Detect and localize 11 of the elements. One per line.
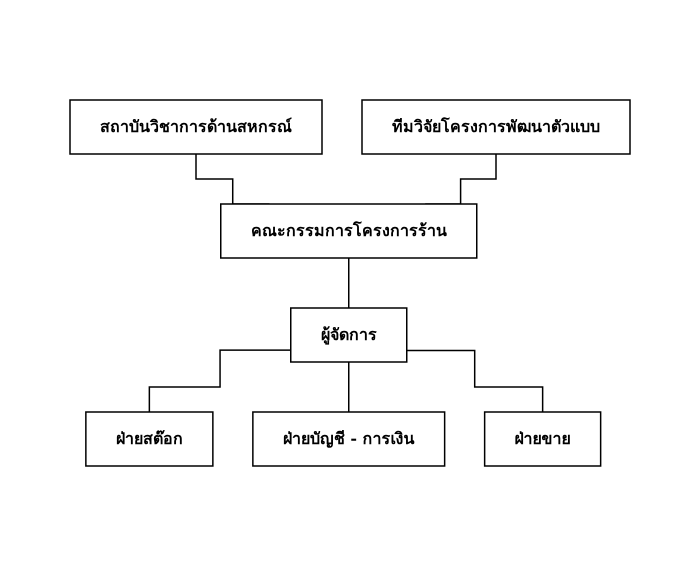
- node-box: ฝ่ายสต๊อก: [84, 411, 214, 467]
- node-box: ฝ่ายบัญชี - การเงิน: [252, 411, 445, 467]
- connector: [148, 349, 290, 413]
- connector: [348, 257, 349, 309]
- node-box: คณะกรรมการโครงการร้าน: [220, 203, 477, 259]
- node-box: ฝ่ายขาย: [483, 411, 601, 467]
- connector: [348, 361, 349, 413]
- node-box: ทีมวิจัยโครงการพัฒนาตัวแบบ: [360, 99, 630, 155]
- connector: [406, 350, 543, 413]
- node-box: สถาบันวิชาการด้านสหกรณ์: [68, 99, 322, 155]
- node-box: ผู้จัดการ: [290, 307, 407, 363]
